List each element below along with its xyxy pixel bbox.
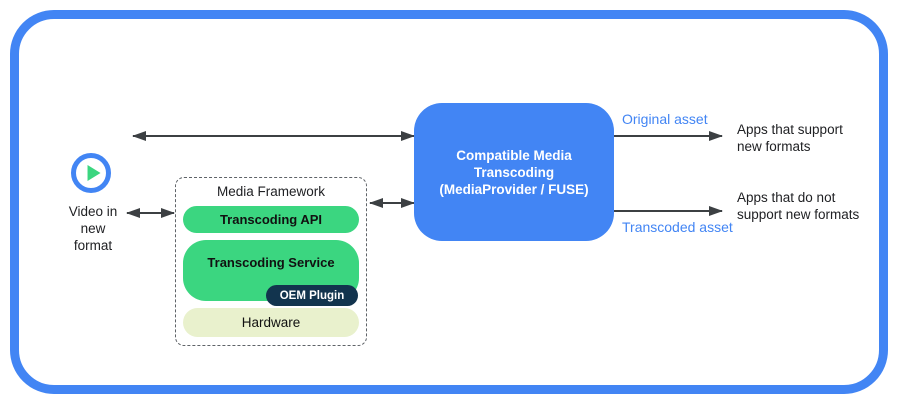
arrow-transcoded-asset [614,206,723,216]
arrowhead-left-icon [369,198,383,208]
arrow-original-asset [614,131,723,141]
arrowhead-right-icon [709,206,723,216]
arrow-source-to-transcoding [132,131,415,141]
apps-support-label: Apps that support new formats [737,122,843,154]
original-asset-label: Original asset [622,111,708,127]
arrowhead-right-icon [709,131,723,141]
play-triangle-icon [87,165,101,181]
arrow-source-to-framework [126,208,175,218]
media-framework-title: Media Framework [216,184,326,199]
hardware-pill: Hardware [183,308,359,337]
transcoding-api-pill: Transcoding API [183,206,359,233]
arrowhead-left-icon [126,208,140,218]
arrowhead-right-icon [401,198,415,208]
diagram-frame [10,10,888,394]
video-play-icon [71,153,111,193]
compatible-media-transcoding-box: Compatible Media Transcoding (MediaProvi… [414,103,614,241]
arrowhead-right-icon [161,208,175,218]
video-source-label: Video in new format [68,204,118,253]
arrow-framework-to-transcoding [369,198,415,208]
transcoded-asset-label: Transcoded asset [622,219,733,235]
arrowhead-left-icon [132,131,146,141]
oem-plugin-pill: OEM Plugin [266,285,358,306]
apps-no-support-label: Apps that do not support new formats [737,190,860,222]
arrowhead-right-icon [401,131,415,141]
